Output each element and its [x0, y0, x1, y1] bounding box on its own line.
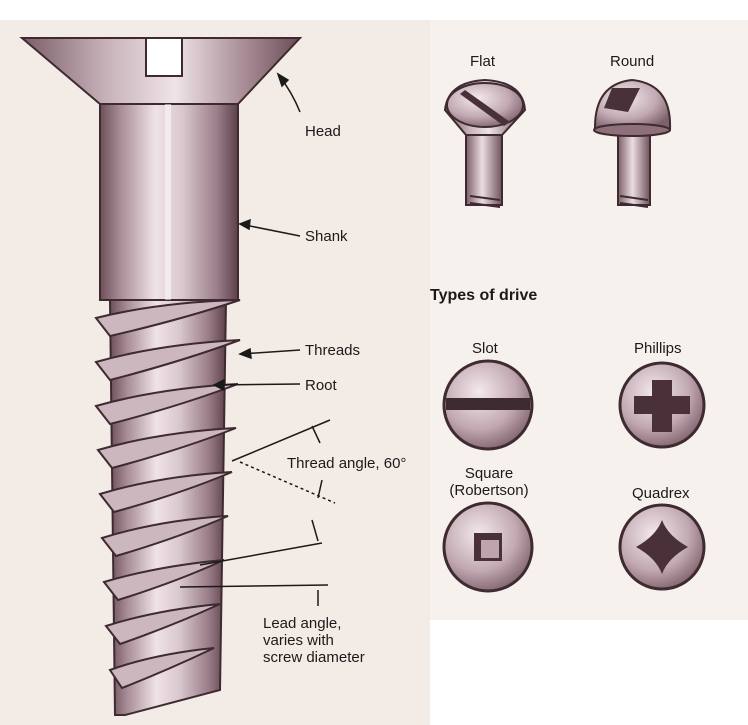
label-root: Root — [305, 377, 337, 394]
square-drive-disc — [442, 501, 534, 593]
label-slot: Slot — [472, 340, 498, 357]
lead-angle-line-lower — [179, 584, 329, 588]
types-of-drive-title: Types of drive — [430, 287, 538, 304]
label-lead-angle: Lead angle, varies with screw diameter — [263, 615, 365, 666]
lead-angle-line-upper — [199, 542, 323, 566]
round-head-screw — [593, 78, 672, 208]
screw-threads — [94, 299, 241, 690]
label-quadrex: Quadrex — [632, 485, 690, 502]
leader-lines — [179, 72, 336, 606]
label-head: Head — [305, 123, 341, 140]
phillips-drive-disc — [618, 361, 706, 449]
quadrex-drive-disc — [618, 503, 706, 591]
slot-drive-disc — [442, 359, 534, 451]
large-screw — [19, 37, 303, 716]
label-square: Square (Robertson) — [449, 465, 529, 499]
flat-head-screw — [443, 78, 527, 208]
screw-slot — [145, 37, 183, 77]
label-round: Round — [610, 53, 655, 70]
label-flat: Flat — [470, 53, 496, 70]
thread-angle-line-upper — [231, 419, 331, 462]
label-phillips: Phillips — [634, 340, 682, 357]
label-shank: Shank — [305, 228, 348, 245]
root-leader — [213, 383, 301, 386]
label-thread-angle: Thread angle, 60° — [287, 455, 407, 472]
label-threads: Threads — [305, 342, 361, 359]
